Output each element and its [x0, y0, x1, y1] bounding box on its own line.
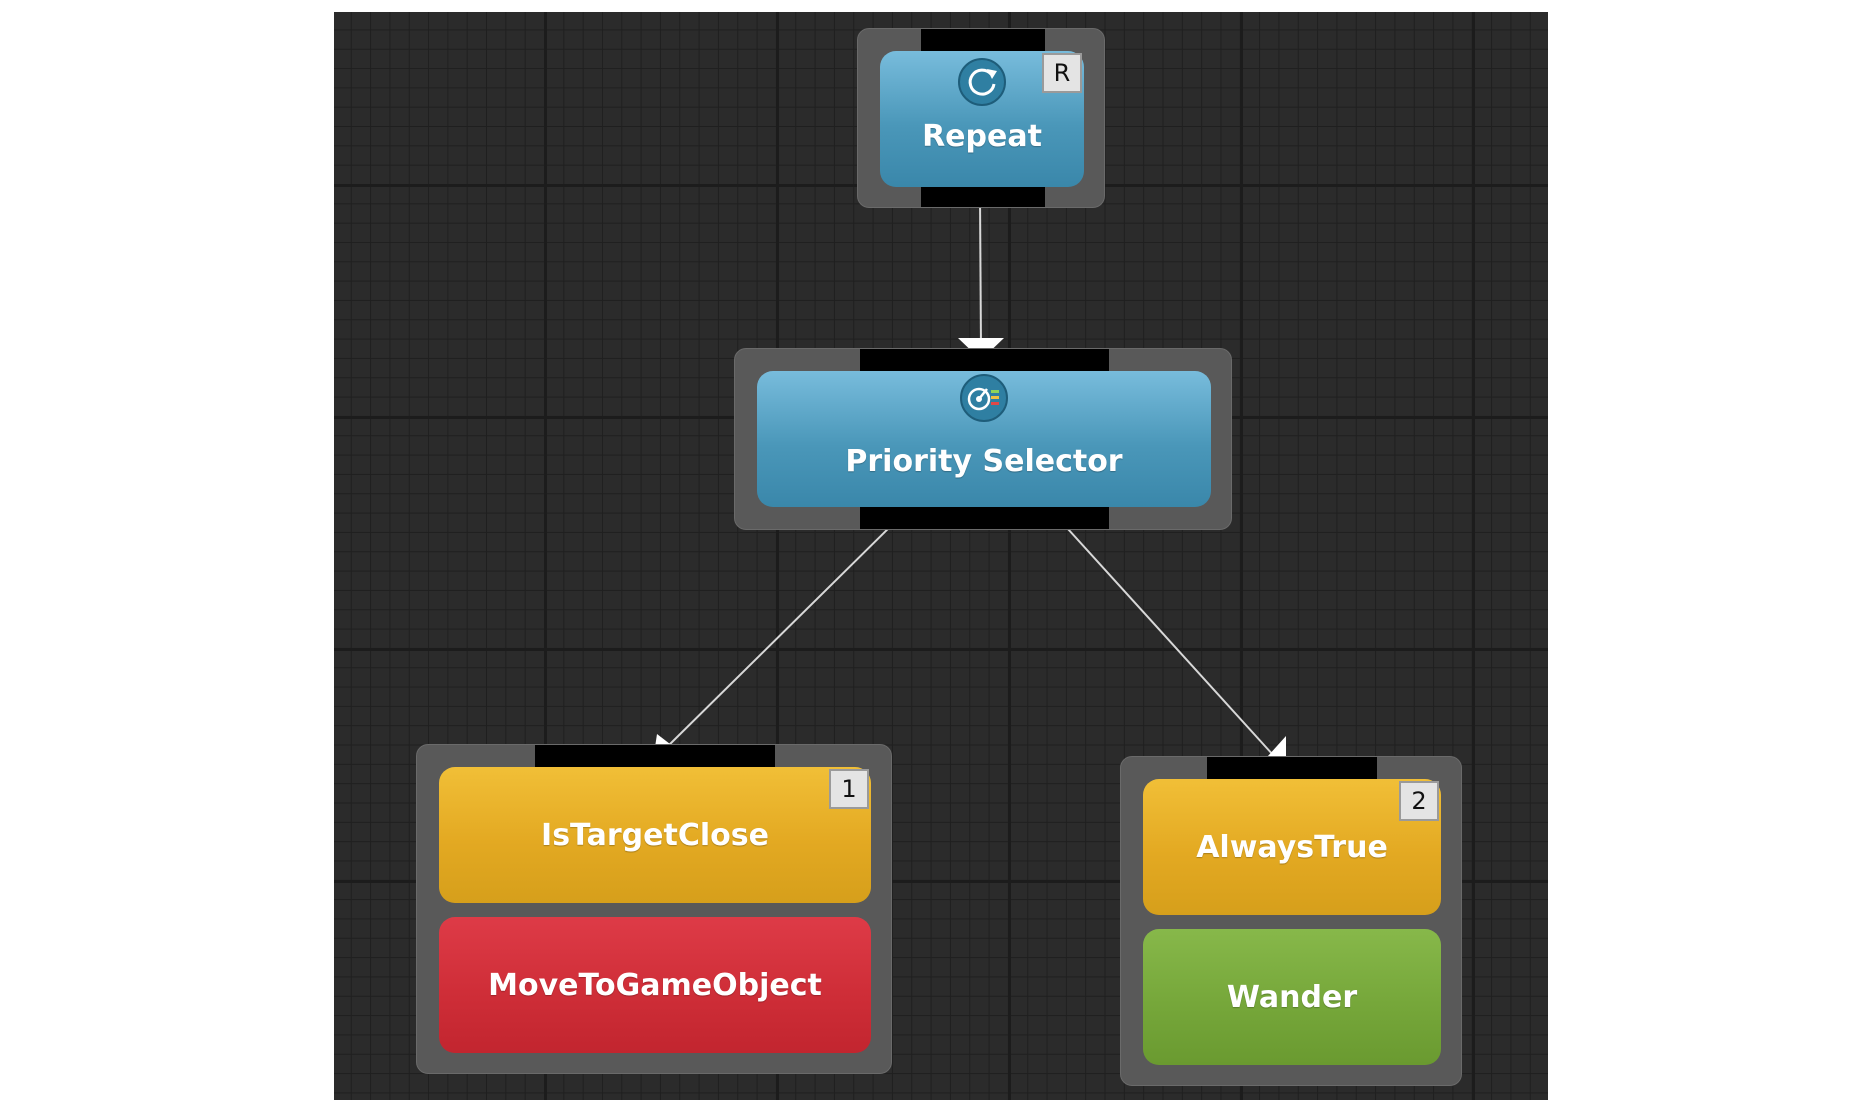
repeat-badge: R [1042, 53, 1082, 93]
repeat-output-port[interactable] [921, 185, 1045, 207]
connection-repeat-to-priority-selector [979, 197, 982, 351]
priority-selector-label: Priority Selector [845, 443, 1123, 479]
is-target-close-badge: 1 [829, 769, 869, 809]
priority-selector-task[interactable]: Priority Selector [757, 371, 1211, 507]
right-group-input-port[interactable] [1207, 757, 1377, 779]
repeat-node[interactable]: Repeat R [857, 28, 1105, 208]
repeat-input-port[interactable] [921, 29, 1045, 51]
connection-priority-selector-to-is-target-close [665, 517, 900, 749]
graph-canvas[interactable]: Repeat R Priority Selector IsTargetClose… [334, 12, 1548, 1100]
connection-priority-selector-to-always-true [1057, 517, 1275, 757]
sequence-group-right[interactable]: AlwaysTrue 2 Wander [1120, 756, 1462, 1086]
always-true-label: AlwaysTrue [1196, 829, 1388, 865]
is-target-close-task[interactable]: IsTargetClose 1 [439, 767, 871, 903]
move-to-game-object-label: MoveToGameObject [488, 967, 822, 1003]
repeat-icon [958, 58, 1006, 106]
always-true-task[interactable]: AlwaysTrue 2 [1143, 779, 1441, 915]
sequence-group-left[interactable]: IsTargetClose 1 MoveToGameObject [416, 744, 892, 1074]
left-group-input-port[interactable] [535, 745, 775, 767]
repeat-task[interactable]: Repeat R [880, 51, 1084, 187]
priority-selector-icon [960, 374, 1008, 422]
priority-selector-output-port[interactable] [860, 507, 1109, 529]
always-true-badge: 2 [1399, 781, 1439, 821]
is-target-close-label: IsTargetClose [541, 817, 769, 853]
wander-label: Wander [1226, 979, 1358, 1015]
move-to-game-object-task[interactable]: MoveToGameObject [439, 917, 871, 1053]
repeat-label: Repeat [922, 118, 1042, 154]
wander-task[interactable]: Wander [1143, 929, 1441, 1065]
priority-selector-input-port[interactable] [860, 349, 1109, 371]
priority-selector-node[interactable]: Priority Selector [734, 348, 1232, 530]
